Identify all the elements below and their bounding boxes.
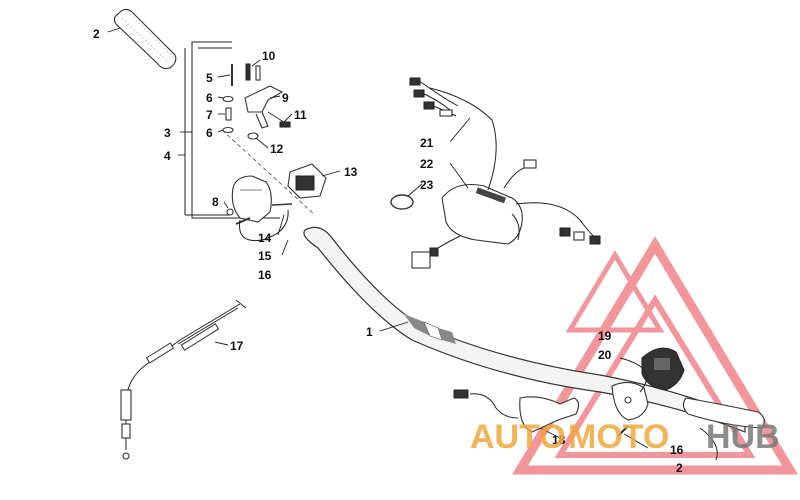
callout-18: 18 <box>552 433 566 447</box>
leader-curve-20 <box>619 357 648 393</box>
callout-1: 1 <box>366 325 373 339</box>
leader-lines <box>107 27 649 449</box>
callout-5: 5 <box>206 71 213 85</box>
callout-23: 23 <box>420 178 434 192</box>
watermark-word-auto: AUTO <box>470 418 566 456</box>
leader-curve-2 <box>699 427 718 461</box>
callout-6-lower: 6 <box>206 126 213 140</box>
callout-20: 20 <box>598 348 612 362</box>
callout-16-right: 16 <box>670 443 684 457</box>
callout-16-left: 16 <box>258 268 272 282</box>
right-grip <box>682 397 765 429</box>
callout-4: 4 <box>164 149 171 163</box>
callout-12: 12 <box>270 142 284 156</box>
callout-14: 14 <box>258 231 272 245</box>
callout-8: 8 <box>212 195 219 209</box>
callout-2-bottom: 2 <box>676 461 683 475</box>
o-ring <box>390 194 414 210</box>
callout-10: 10 <box>262 49 276 63</box>
left-switch-housing <box>226 175 293 225</box>
callout-9: 9 <box>282 91 289 105</box>
instrument-housing <box>441 183 523 245</box>
control-switch <box>287 163 327 199</box>
callout-6-upper: 6 <box>206 91 213 105</box>
right-switch-cover <box>611 381 649 437</box>
callout-19: 19 <box>598 329 612 343</box>
leader-curve-16 <box>238 209 289 242</box>
watermark-word-hub: HUB <box>706 418 780 456</box>
callout-2-top: 2 <box>93 27 100 41</box>
callout-7: 7 <box>206 108 213 122</box>
right-switch-assembly <box>641 347 685 391</box>
throttle-housing <box>453 389 580 433</box>
callout-13: 13 <box>344 165 358 179</box>
watermark-word-moto: MOTO <box>568 418 669 456</box>
watermark-text: AUTO MOTO HUB <box>470 418 780 456</box>
callout-17: 17 <box>230 339 244 353</box>
callout-15: 15 <box>258 249 272 263</box>
screw-and-washers <box>222 64 234 134</box>
callout-11: 11 <box>294 108 307 122</box>
callout-3: 3 <box>164 126 171 140</box>
wiring-harness <box>409 77 601 269</box>
assembly-bracket-frame <box>184 41 280 219</box>
callout-21: 21 <box>420 136 434 150</box>
left-grip <box>113 8 177 70</box>
callout-22: 22 <box>420 157 434 171</box>
throttle-cable <box>120 299 247 460</box>
lever-bracket <box>244 63 291 140</box>
